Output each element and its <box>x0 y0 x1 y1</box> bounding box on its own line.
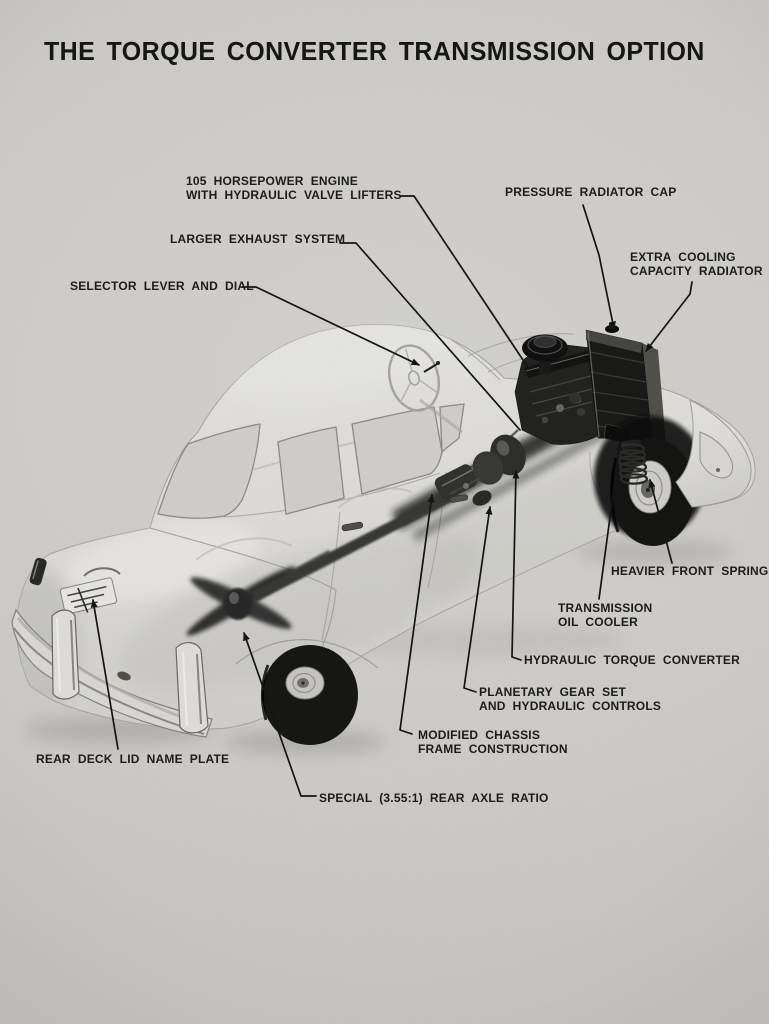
label-pressure-radiator-cap: PRESSURE RADIATOR CAP <box>505 185 677 199</box>
label-105-horsepower-engine: 105 HORSEPOWER ENGINE WITH HYDRAULIC VAL… <box>186 174 402 202</box>
label-heavier-front-springs: HEAVIER FRONT SPRINGS <box>611 564 769 578</box>
label-rear-deck-lid-name-plate: REAR DECK LID NAME PLATE <box>36 752 230 766</box>
label-modified-chassis-frame: MODIFIED CHASSIS FRAME CONSTRUCTION <box>418 728 568 756</box>
label-planetary-gear-set: PLANETARY GEAR SET AND HYDRAULIC CONTROL… <box>479 685 662 713</box>
label-special-rear-axle-ratio: SPECIAL (3.55:1) REAR AXLE RATIO <box>319 791 549 805</box>
label-extra-cooling-capacity-radiator: EXTRA COOLING CAPACITY RADIATOR <box>630 250 763 278</box>
label-selector-lever-and-dial: SELECTOR LEVER AND DIAL <box>70 279 254 293</box>
label-larger-exhaust-system: LARGER EXHAUST SYSTEM <box>170 232 346 246</box>
page-title: THE TORQUE CONVERTER TRANSMISSION OPTION <box>44 37 705 67</box>
label-transmission-oil-cooler: TRANSMISSION OIL COOLER <box>558 601 653 629</box>
label-hydraulic-torque-converter: HYDRAULIC TORQUE CONVERTER <box>524 653 740 667</box>
